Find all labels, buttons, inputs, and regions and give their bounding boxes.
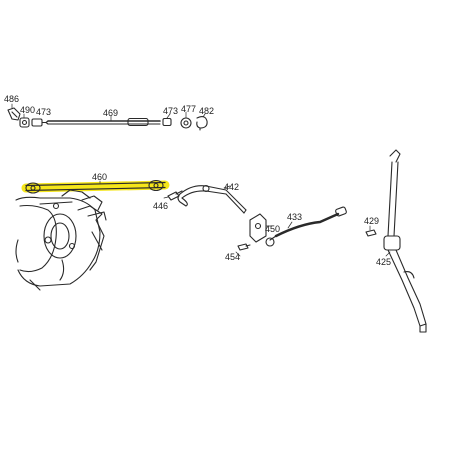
part-473-end-fitting-right: [162, 117, 172, 127]
part-482-spring-clip: [196, 115, 208, 131]
label-446: 446: [153, 201, 169, 211]
part-486-clip: [7, 107, 21, 121]
label-469: 469: [103, 108, 119, 118]
label-486: 486: [4, 94, 20, 104]
label-429: 429: [364, 216, 380, 226]
label-450: 450: [265, 224, 281, 234]
label-473-left: 473: [36, 107, 52, 117]
label-490: 490: [20, 105, 36, 115]
leader-lines-top: [11, 103, 206, 122]
label-425: 425: [376, 257, 392, 267]
part-477-nut: [180, 117, 192, 129]
part-490-bushing: [19, 117, 30, 128]
part-433-cable: [265, 206, 347, 247]
label-482: 482: [199, 106, 215, 116]
label-442: 442: [224, 182, 240, 192]
label-473-right: 473: [163, 106, 179, 116]
part-454-screw: [235, 243, 251, 257]
part-429-pin: [365, 225, 377, 237]
part-425-gear-lever: [383, 149, 427, 333]
part-469-rod: [45, 117, 161, 127]
part-460-highlighted-rod: [21, 179, 170, 194]
label-460: 460: [92, 172, 108, 182]
part-450-bracket: [249, 213, 273, 243]
label-433: 433: [287, 212, 303, 222]
label-477: 477: [181, 104, 197, 114]
label-454: 454: [225, 252, 241, 262]
part-442-lever: [177, 184, 247, 214]
gearbox-housing: [15, 189, 107, 291]
part-473-end-fitting: [31, 118, 47, 127]
